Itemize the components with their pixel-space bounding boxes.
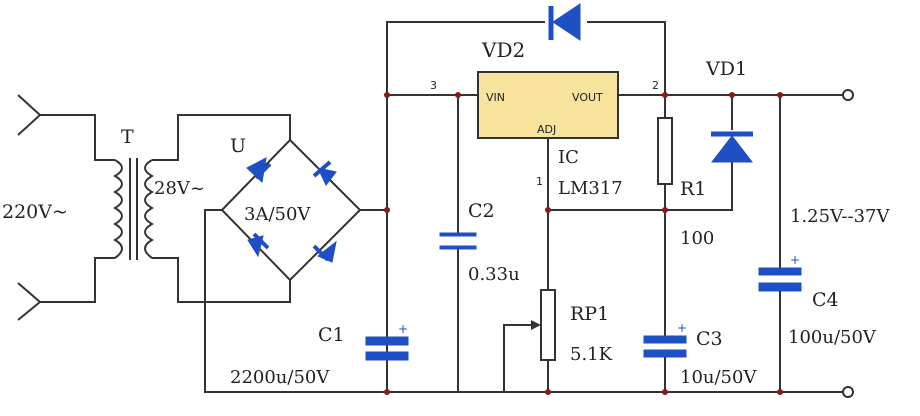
bridge-diode-4 — [312, 240, 337, 263]
vd1-label: VD1 — [705, 58, 747, 80]
c2-label: C2 — [468, 200, 495, 222]
ac-input-label: 220V~ — [2, 201, 68, 223]
ac-input-terminals — [17, 94, 115, 321]
output-range-label: 1.25V--37V — [790, 206, 890, 227]
c3-plus-sign: + — [677, 321, 687, 335]
secondary-voltage-label: 28V~ — [154, 178, 205, 199]
rp1-value: 5.1K — [570, 344, 613, 365]
resistor-r1 — [657, 117, 673, 185]
c4-plus-sign: + — [790, 253, 800, 267]
c2-value: 0.33u — [468, 264, 520, 285]
r1-label: R1 — [680, 178, 706, 200]
c4-value: 100u/50V — [788, 327, 877, 348]
bridge-diode-1 — [246, 157, 272, 184]
capacitor-c2 — [439, 232, 477, 250]
c3-label: C3 — [696, 328, 723, 350]
adj-pin-label: ADJ — [537, 123, 556, 136]
transformer-t — [112, 114, 291, 303]
diode-vd1 — [710, 131, 754, 163]
output-positive-terminal — [842, 89, 854, 101]
c1-label: C1 — [318, 324, 345, 346]
bridge-diode-3 — [247, 232, 270, 258]
c3-value: 10u/50V — [680, 367, 757, 388]
transformer-label: T — [121, 126, 134, 148]
ic-part-label: LM317 — [558, 178, 623, 199]
diode-vd2 — [548, 3, 581, 41]
vd2-label: VD2 — [481, 38, 525, 62]
input-rail — [386, 21, 666, 392]
r1-value: 100 — [680, 228, 714, 249]
rp1-label: RP1 — [570, 303, 609, 325]
regulator-ic: VIN VOUT ADJ — [477, 71, 619, 139]
output-negative-terminal — [842, 386, 854, 398]
bridge-rectifier — [204, 138, 843, 393]
vout-pin-label: VOUT — [572, 91, 603, 104]
pin-2-label: 2 — [652, 79, 659, 92]
capacitor-c1: + — [365, 322, 409, 361]
vin-pin-label: VIN — [486, 91, 505, 104]
bridge-rating-label: 3A/50V — [244, 204, 311, 225]
bridge-diode-2 — [312, 160, 337, 186]
c1-value: 2200u/50V — [230, 367, 330, 388]
c1-plus-sign: + — [398, 322, 408, 336]
output-terminals — [842, 89, 854, 398]
pin-1-label: 1 — [536, 175, 543, 188]
junction-nodes — [384, 92, 783, 395]
ic-label: IC — [558, 147, 579, 168]
c4-label: C4 — [812, 289, 839, 311]
potentiometer-rp1 — [503, 289, 556, 392]
pin-3-label: 3 — [430, 79, 437, 92]
bridge-label: U — [230, 135, 246, 157]
